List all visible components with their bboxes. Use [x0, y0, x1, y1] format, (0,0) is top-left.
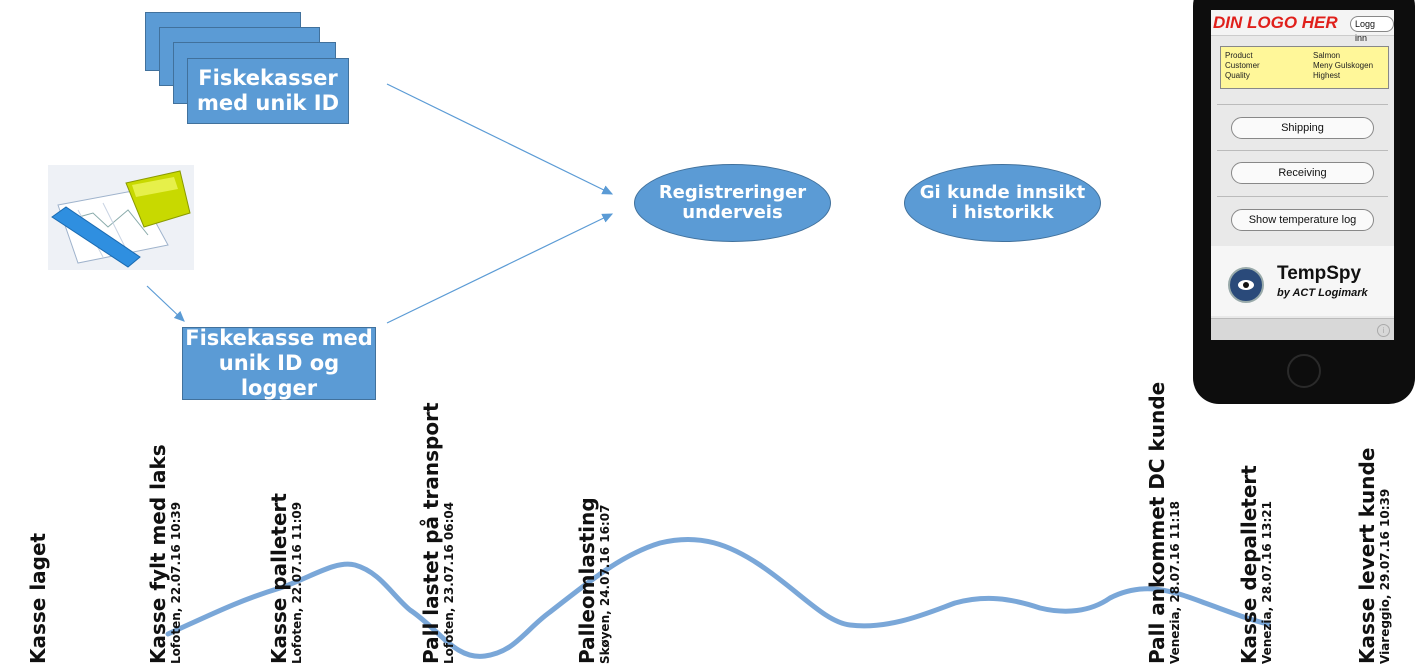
- timeline-subtitle: Lofoten, 22.07.16 10:39: [169, 501, 183, 664]
- info-key: Product: [1225, 51, 1253, 60]
- divider: [1217, 104, 1388, 105]
- brand-subtitle: by ACT Logimark: [1277, 287, 1368, 299]
- brand-area: TempSpy by ACT Logimark: [1211, 246, 1394, 316]
- timeline-subtitle: Venezia, 28.07.16 11:18: [1168, 501, 1182, 664]
- info-key: Quality: [1225, 71, 1250, 80]
- arrow-logger-to-registreringer: [386, 213, 614, 324]
- gi-kunde-ellipse: Gi kunde innsikt i historikk: [904, 164, 1101, 242]
- app-header: DIN LOGO HER Logg inn: [1211, 10, 1394, 43]
- arrow-fiskekasser-to-registreringer: [386, 83, 614, 195]
- timeline-subtitle: Skøyen, 24.07.16 16:07: [598, 504, 612, 664]
- timeline-subtitle: Viareggio, 29.07.16 10:39: [1378, 488, 1392, 664]
- info-icon[interactable]: i: [1377, 324, 1390, 337]
- tempspy-eye-icon: [1228, 267, 1264, 303]
- fiskekasser-label: Fiskekasser med unik ID: [196, 66, 340, 115]
- info-row-product: Product Salmon: [1221, 51, 1388, 61]
- timeline-label-palleomlasting: Palleomlasting Skøyen, 24.07.16 16:07: [575, 497, 612, 664]
- timeline-label-kasse-palletert: Kasse palletert Lofoten, 22.07.16 11:09: [267, 493, 304, 664]
- registreringer-ellipse: Registreringer underveis: [634, 164, 831, 242]
- timeline-title: Pall ankommet DC kunde: [1145, 381, 1169, 664]
- timeline-subtitle: Lofoten, 23.07.16 06:04: [442, 501, 456, 664]
- brand-name: TempSpy: [1277, 263, 1362, 284]
- info-value: Highest: [1313, 71, 1341, 80]
- temperature-curve: [165, 536, 1271, 659]
- timeline-label-kasse-laget: Kasse laget: [26, 532, 50, 664]
- product-info-panel: Product Salmon Customer Meny Gulskogen Q…: [1220, 46, 1389, 89]
- shipping-button[interactable]: Shipping: [1231, 117, 1374, 139]
- timeline-label-pall-ankommet: Pall ankommet DC kunde Venezia, 28.07.16…: [1145, 381, 1182, 664]
- fiskekasse-logger-box: Fiskekasse med unik ID og logger: [182, 326, 376, 400]
- timeline-subtitle: Lofoten, 22.07.16 11:09: [290, 501, 304, 664]
- info-value: Salmon: [1313, 51, 1341, 60]
- arrow-logger-image-to-box: [146, 285, 185, 322]
- timeline-title: Kasse fylt med laks: [146, 444, 170, 664]
- phone-screen: DIN LOGO HER Logg inn Product Salmon Cus…: [1211, 10, 1394, 340]
- app-logo: DIN LOGO HER: [1213, 13, 1338, 32]
- info-row-customer: Customer Meny Gulskogen: [1221, 61, 1388, 71]
- info-value: Meny Gulskogen: [1313, 61, 1374, 70]
- divider: [1217, 196, 1388, 197]
- timeline-title: Kasse depalletert: [1237, 465, 1261, 664]
- temperature-logger-icon: [48, 165, 194, 270]
- timeline-title: Kasse laget: [26, 532, 50, 664]
- timeline-title: Kasse levert kunde: [1355, 447, 1379, 664]
- show-temperature-log-button[interactable]: Show temperature log: [1231, 209, 1374, 231]
- timeline-title: Pall lastet på transport: [419, 402, 443, 664]
- timeline-label-kasse-levert: Kasse levert kunde Viareggio, 29.07.16 1…: [1355, 447, 1392, 664]
- info-key: Customer: [1225, 61, 1260, 70]
- timeline-subtitle: Venezia, 28.07.16 13:21: [1260, 501, 1274, 664]
- login-button[interactable]: Logg inn: [1350, 16, 1394, 43]
- timeline-label-kasse-depalletert: Kasse depalletert Venezia, 28.07.16 13:2…: [1237, 465, 1274, 664]
- receiving-button[interactable]: Receiving: [1231, 162, 1374, 184]
- info-row-quality: Quality Highest: [1221, 71, 1388, 81]
- divider: [1217, 150, 1388, 151]
- timeline-title: Palleomlasting: [575, 497, 599, 664]
- timeline-label-kasse-fylt: Kasse fylt med laks Lofoten, 22.07.16 10…: [146, 444, 183, 664]
- app-footer: i: [1211, 318, 1394, 340]
- fiskekasse-logger-label: Fiskekasse med unik ID og logger: [185, 326, 373, 400]
- timeline-label-pall-lastet: Pall lastet på transport Lofoten, 23.07.…: [419, 402, 456, 664]
- fiskekasser-box: Fiskekasser med unik ID: [187, 58, 349, 124]
- timeline-title: Kasse palletert: [267, 493, 291, 664]
- home-button[interactable]: [1287, 354, 1321, 388]
